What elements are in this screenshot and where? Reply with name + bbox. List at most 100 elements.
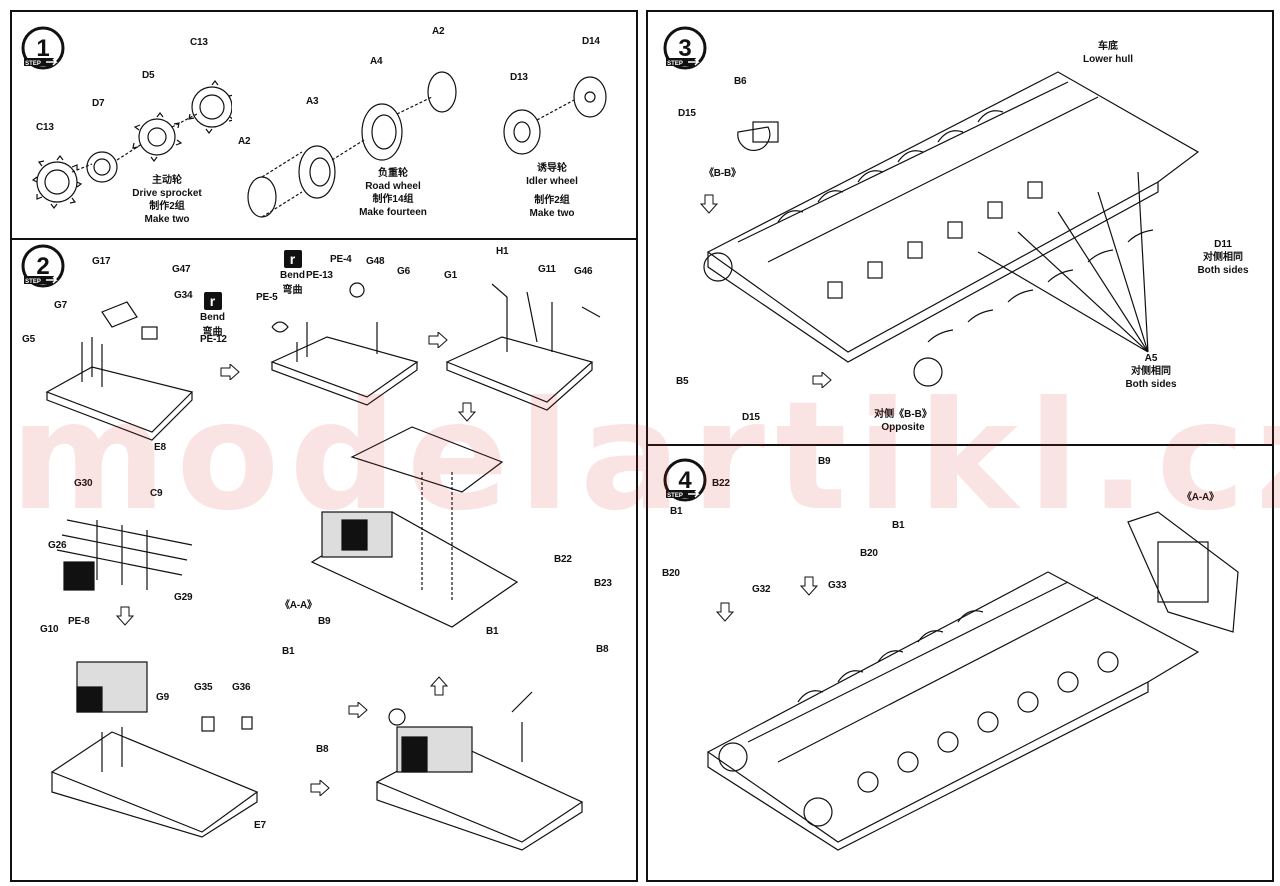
label-g5: G5 xyxy=(22,334,35,345)
step-2-badge: 2 STEP xyxy=(21,244,65,288)
label-a5-zh: 对侧相同 xyxy=(1131,366,1171,377)
label-g7: G7 xyxy=(54,300,67,311)
step-4-word: STEP xyxy=(667,493,683,499)
label-a5-en: Both sides xyxy=(1125,379,1177,390)
right-instruction-page: 3 STEP 车底 Lower xyxy=(646,10,1274,882)
step-1-badge: 1 STEP xyxy=(21,26,65,70)
bend-indicator-b: r Bend 弯曲 xyxy=(280,250,305,296)
label-g11: G11 xyxy=(538,264,556,275)
road-wheel-drawing xyxy=(247,71,457,218)
label-g26: G26 xyxy=(48,540,67,551)
label-g10: G10 xyxy=(40,624,59,635)
label-b8-left: B8 xyxy=(316,744,329,755)
arrow-right-icon xyxy=(812,372,832,388)
label-b23: B23 xyxy=(594,578,612,589)
label-d13: D13 xyxy=(510,72,528,83)
label-b9-s4: B9 xyxy=(818,456,831,467)
label-h1: H1 xyxy=(496,246,509,257)
rack-drawing xyxy=(56,519,193,591)
label-b22: B22 xyxy=(554,554,572,565)
hull-rear-left-drawing xyxy=(50,661,259,838)
label-g48: G48 xyxy=(366,256,385,267)
hull-rear-assembly-drawing xyxy=(310,426,519,628)
road-wheel-make-en: Make fourteen xyxy=(359,207,427,218)
arrow-right-icon xyxy=(220,364,240,380)
road-wheel-caption: 负重轮 Road wheel 制作14组 Make fourteen xyxy=(352,167,434,219)
bend-icon-b: r xyxy=(283,250,302,268)
road-wheel-en: Road wheel xyxy=(365,181,421,192)
label-g1: G1 xyxy=(444,270,457,281)
plate-e8-drawing xyxy=(45,301,194,441)
label-b22-s4: B22 xyxy=(712,478,730,489)
step-1-number: 1 xyxy=(36,35,49,62)
label-d11-group: D11 对侧相同 Both sides xyxy=(1188,238,1258,277)
arrow-down-icon xyxy=(116,606,134,626)
label-b5: B5 xyxy=(676,376,689,387)
drive-sprocket-caption: 主动轮 Drive sprocket 制作2组 Make two xyxy=(127,174,207,226)
step-divider-3-4 xyxy=(648,444,1272,446)
hull-rear-final-drawing xyxy=(375,691,584,851)
label-b20-s4-right: B20 xyxy=(860,548,878,559)
label-bb: 《B-B》 xyxy=(704,168,741,179)
arrow-right-icon xyxy=(310,780,330,796)
lower-hull-zh: 车底 xyxy=(1098,41,1118,52)
label-b6: B6 xyxy=(734,76,747,87)
label-d11-zh: 对侧相同 xyxy=(1203,252,1243,263)
label-g47: G47 xyxy=(172,264,191,275)
label-b1-s4-right: B1 xyxy=(892,520,905,531)
opposite-zh: 对侧《B-B》 xyxy=(874,409,932,420)
lower-hull-label: 车底 Lower hull xyxy=(1078,40,1138,66)
label-c9: C9 xyxy=(150,488,163,499)
step-4-number: 4 xyxy=(678,467,692,494)
label-pe5: PE-5 xyxy=(256,292,278,303)
label-b8-right: B8 xyxy=(596,644,609,655)
bend-zh-a: 弯曲 xyxy=(202,327,223,338)
plate-h1-drawing xyxy=(445,283,601,411)
step-3-badge: 3 STEP xyxy=(663,26,707,70)
label-b20-s4-left: B20 xyxy=(662,568,680,579)
drive-sprocket-make-en: Make two xyxy=(144,214,190,225)
bend-zh-b: 弯曲 xyxy=(282,285,303,296)
left-instruction-page: 1 STEP C13 D7 D5 C13 主动轮 Drive sprocket xyxy=(10,10,638,882)
bend-en-b: Bend xyxy=(280,270,305,281)
step-divider-1-2 xyxy=(12,238,636,240)
label-g32: G32 xyxy=(752,584,771,595)
label-g9: G9 xyxy=(156,692,169,703)
label-g17: G17 xyxy=(92,256,111,267)
plate-bend-drawing xyxy=(270,282,419,406)
lower-hull-en: Lower hull xyxy=(1083,54,1133,65)
label-e7: E7 xyxy=(254,820,266,831)
label-aa-left: 《A-A》 xyxy=(280,600,317,611)
label-d14: D14 xyxy=(582,36,600,47)
label-d15-top: D15 xyxy=(678,108,696,119)
step-4-badge: 4 STEP xyxy=(663,458,707,502)
label-b1-right: B1 xyxy=(486,626,499,637)
road-wheel-zh: 负重轮 xyxy=(378,168,408,179)
label-g29: G29 xyxy=(174,592,193,603)
label-pe4: PE-4 xyxy=(330,254,352,265)
bend-icon: r xyxy=(203,292,222,310)
label-g46: G46 xyxy=(574,266,593,277)
arrow-down-icon xyxy=(716,602,734,622)
label-d11-en: Both sides xyxy=(1197,265,1249,276)
label-pe12: PE-12 xyxy=(200,334,227,345)
label-b1-s4-left: B1 xyxy=(670,506,683,517)
bend-indicator-a: r Bend 弯曲 xyxy=(200,292,225,338)
label-a4: A4 xyxy=(370,56,383,67)
arrow-down-icon xyxy=(800,576,818,596)
bend-en-a: Bend xyxy=(200,312,225,323)
label-d11: D11 xyxy=(1214,239,1232,250)
label-a5-group: A5 对侧相同 Both sides xyxy=(1116,352,1186,391)
label-a3: A3 xyxy=(306,96,319,107)
label-a5: A5 xyxy=(1144,353,1158,364)
arrow-down-icon xyxy=(458,402,476,422)
label-b9: B9 xyxy=(318,616,331,627)
label-g33: G33 xyxy=(828,580,847,591)
arrow-right-icon xyxy=(428,332,448,348)
arrow-up-icon xyxy=(430,676,448,696)
drive-sprocket-make-zh: 制作2组 xyxy=(149,201,185,212)
label-g35: G35 xyxy=(194,682,213,693)
label-g36: G36 xyxy=(232,682,251,693)
label-a2-right: A2 xyxy=(432,26,445,37)
idler-wheel-zh: 诱导轮 xyxy=(537,163,567,174)
